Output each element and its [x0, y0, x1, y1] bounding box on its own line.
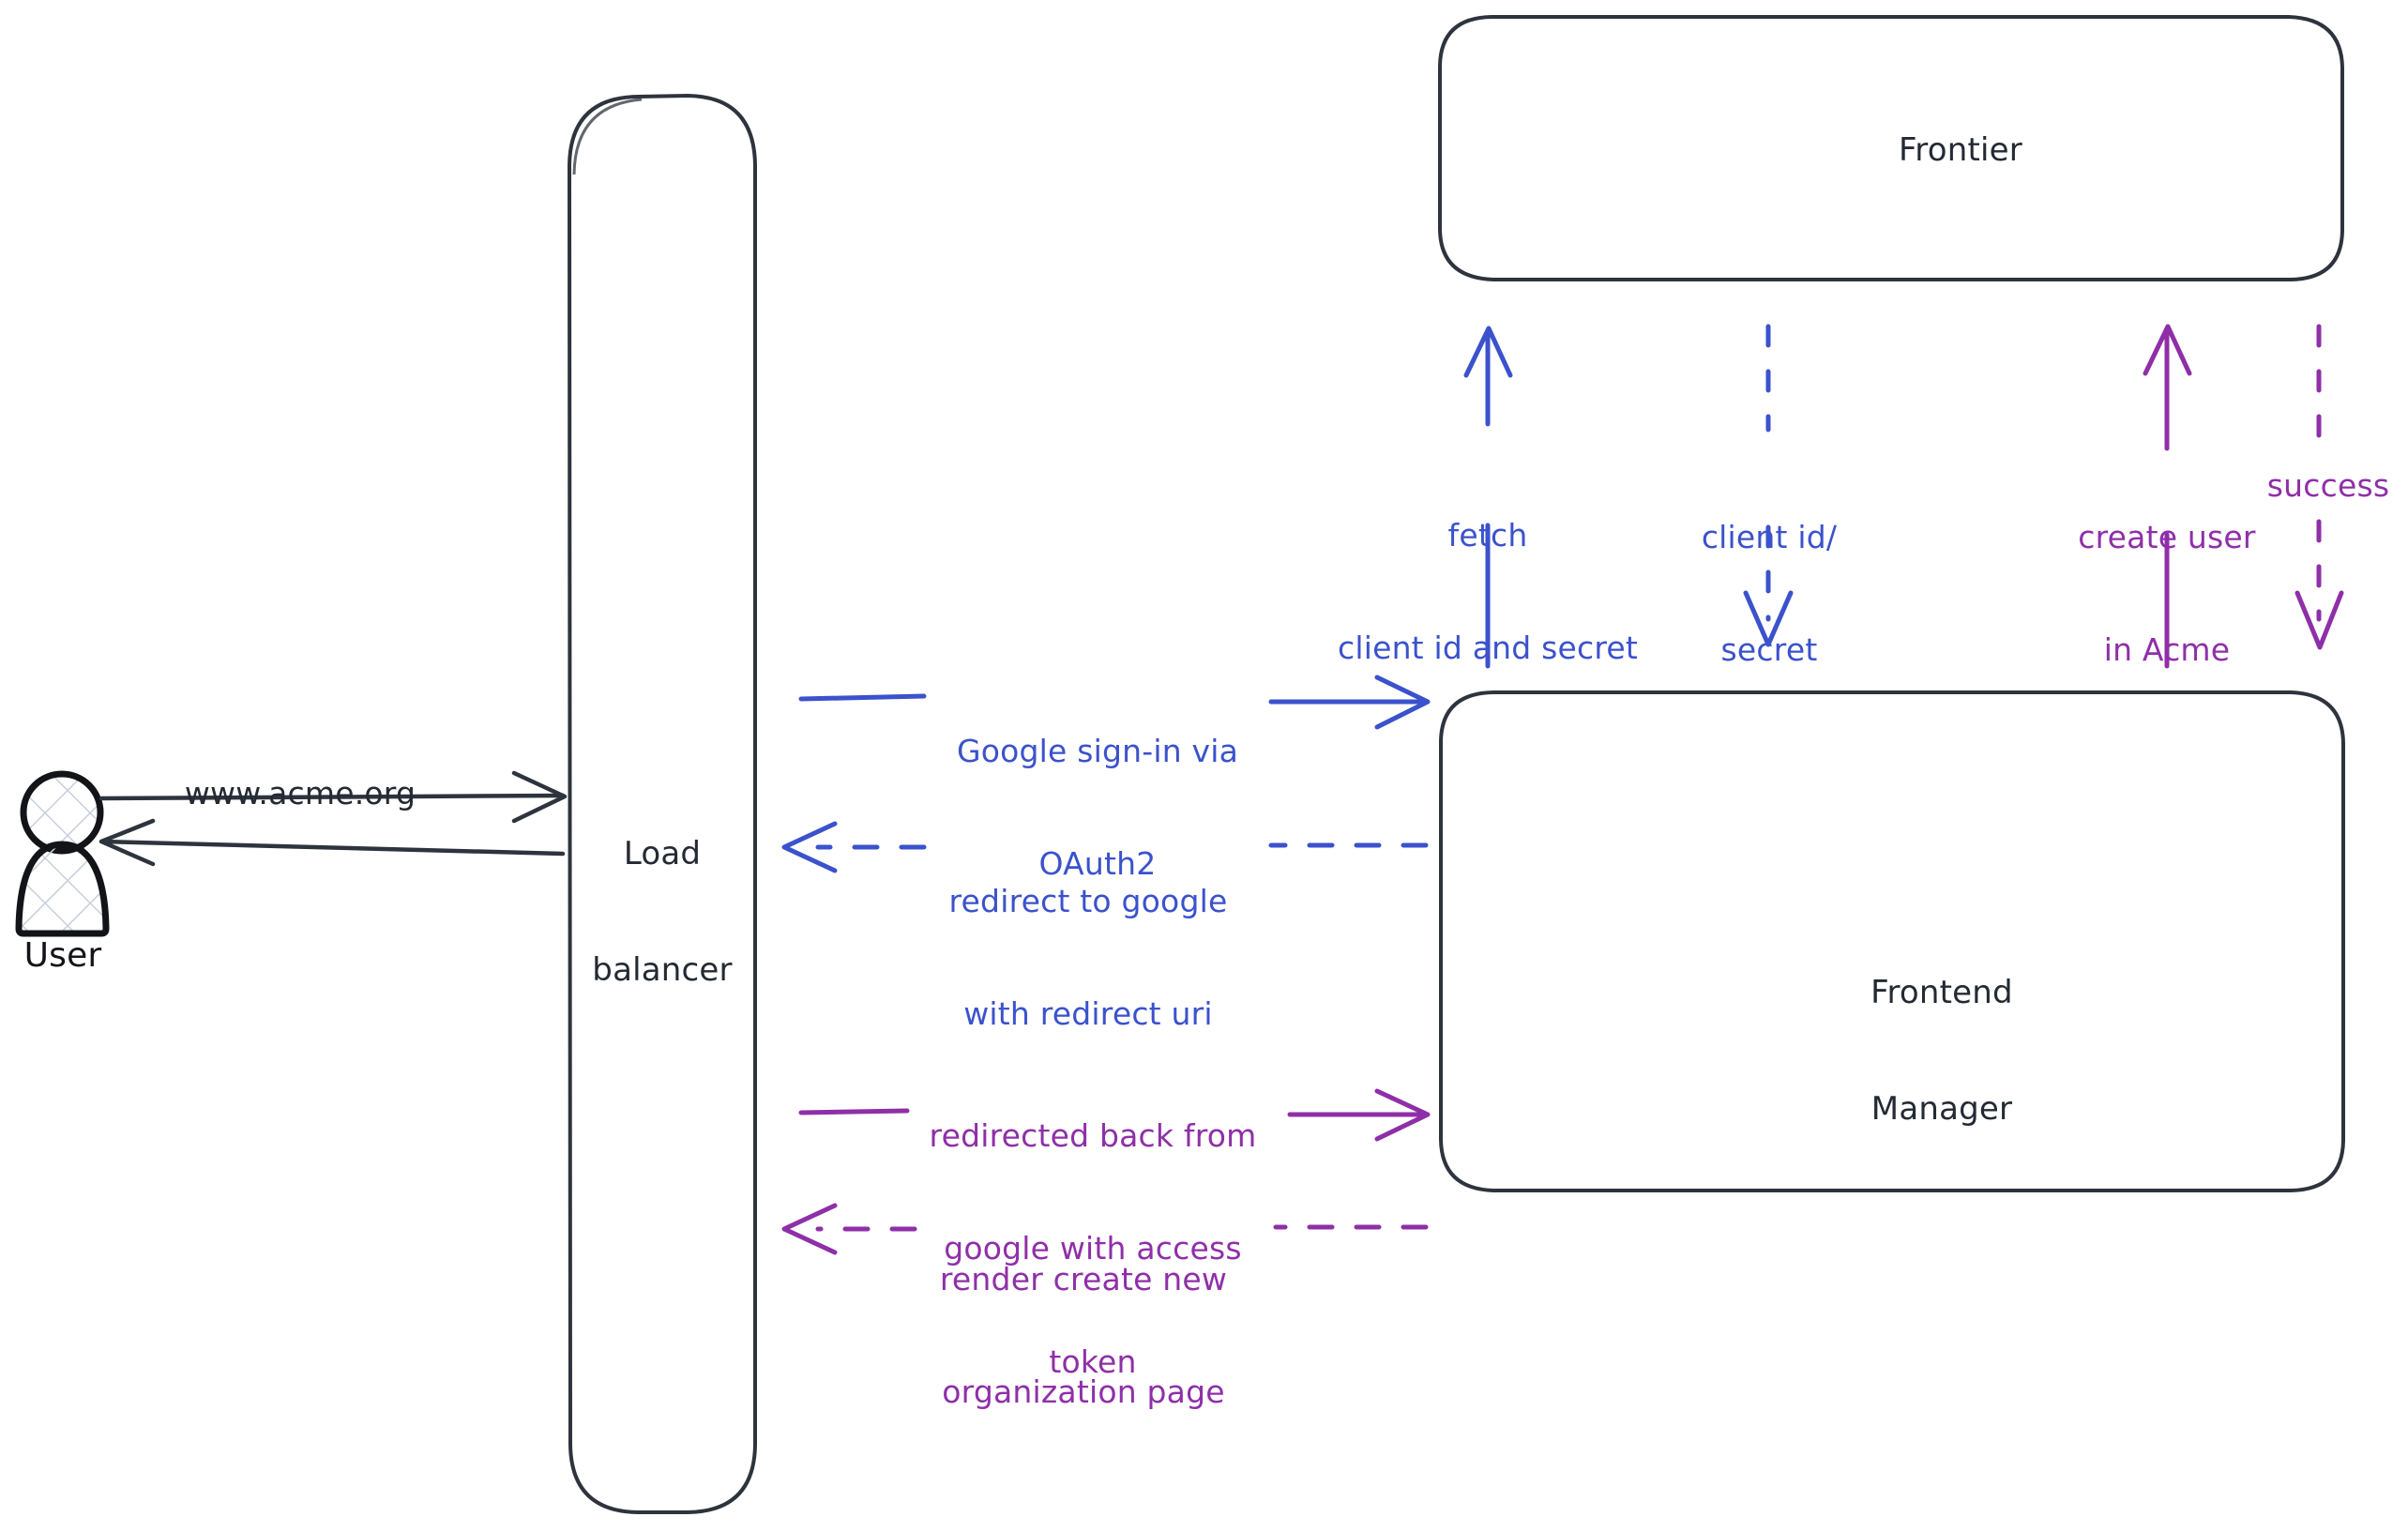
node-load-balancer[interactable]: [568, 94, 757, 1514]
edge-label-create-user-in-acme-line1: create user: [2078, 518, 2256, 555]
actor-user: [15, 770, 110, 937]
node-label-load-balancer-line2: balancer: [592, 951, 733, 990]
node-label-frontier: Frontier: [1899, 131, 2022, 169]
edge-label-redirected-back-line1: redirected back from: [929, 1116, 1257, 1154]
edge-label-redirect-to-google: redirect to google with redirect uri: [915, 807, 1262, 1071]
edge-fm-to-frontier-create-user: [2143, 324, 2192, 669]
edge-lb-to-user: [98, 818, 566, 867]
edge-lb-to-fm-signin: [798, 675, 1431, 730]
edge-label-render-create-org-line1: render create new: [939, 1260, 1228, 1297]
edge-frontier-to-fm-success: [2294, 324, 2344, 650]
node-frontier[interactable]: [1438, 15, 2344, 281]
edge-user-to-lb: [98, 770, 568, 824]
edge-label-render-create-org-line2: organization page: [942, 1373, 1225, 1411]
edge-label-client-id-secret-line2: secret: [1720, 631, 1818, 669]
edge-fm-to-lb-render: [781, 1203, 1429, 1255]
edge-frontier-to-fm-creds: [1743, 324, 1794, 647]
edge-label-fetch-client-id-line1: fetch: [1447, 516, 1528, 554]
edge-label-google-signin: Google sign-in via OAuth2: [915, 657, 1280, 921]
edge-label-client-id-secret: client id/ secret: [1675, 443, 1863, 707]
edge-label-redirected-back-line3: token: [1049, 1343, 1137, 1380]
edge-label-render-create-org: render create new organization page: [896, 1185, 1271, 1449]
edge-label-google-signin-line1: Google sign-in via: [956, 732, 1239, 769]
node-frontend-manager[interactable]: [1439, 690, 2345, 1192]
node-label-frontend-manager-line1: Frontend: [1870, 973, 2013, 1011]
edge-label-fetch-client-id-line2: client id and secret: [1337, 629, 1639, 667]
edge-label-fetch-client-id: fetch client id and secret: [1300, 441, 1675, 705]
node-label-frontend-manager: Frontend Manager: [1754, 896, 2129, 1168]
actor-label-user: User: [23, 936, 102, 975]
edge-label-redirect-to-google-line1: redirect to google: [948, 882, 1228, 919]
edge-label-redirected-back-line2: google with access: [944, 1230, 1242, 1267]
edge-label-create-user-in-acme-line2: in Acme: [2103, 631, 2231, 669]
edge-label-www-acme-org: www.acme.org: [184, 775, 416, 812]
node-label-load-balancer-line1: Load: [623, 834, 702, 872]
edge-label-success: success: [2266, 467, 2390, 504]
edge-lb-to-fm-token: [798, 1088, 1431, 1142]
edge-label-google-signin-line2: OAuth2: [1038, 845, 1157, 883]
edge-label-client-id-secret-line1: client id/: [1701, 518, 1838, 555]
edge-label-create-user-in-acme: create user in Acme: [2034, 443, 2300, 707]
edge-fm-to-lb-redirect: [781, 821, 1429, 873]
node-label-load-balancer: Load balancer: [569, 757, 755, 1029]
edge-fm-to-frontier-fetch: [1463, 326, 1513, 669]
edge-label-redirected-back: redirected back from google with access …: [891, 1041, 1295, 1419]
edge-label-redirect-to-google-line2: with redirect uri: [963, 995, 1213, 1033]
node-label-frontend-manager-line2: Manager: [1870, 1090, 2013, 1129]
